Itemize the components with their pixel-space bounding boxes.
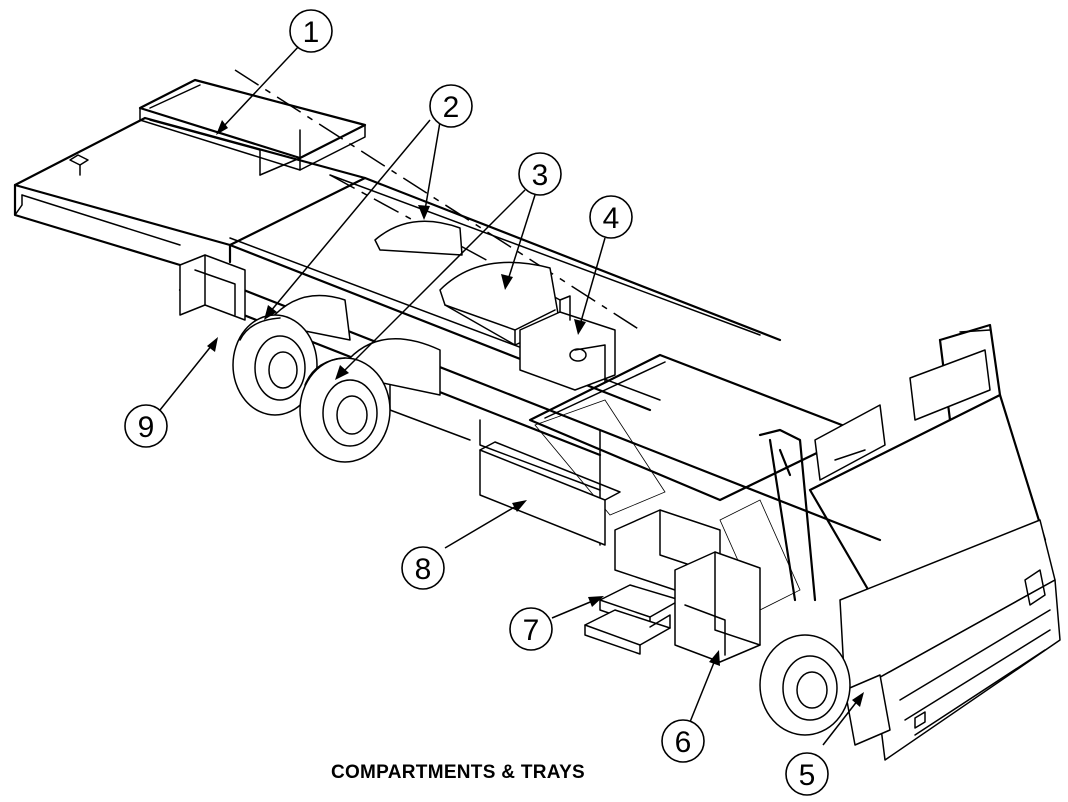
mid-box xyxy=(519,295,616,391)
callout-7: 7 xyxy=(509,607,553,651)
svg-text:3: 3 xyxy=(532,159,549,192)
callout-9: 9 xyxy=(124,404,168,448)
diagram-caption: COMPARTMENTS & TRAYS xyxy=(331,762,585,783)
callout-1: 1 xyxy=(289,9,333,53)
callout-3: 3 xyxy=(518,152,562,196)
svg-text:7: 7 xyxy=(523,614,540,647)
roof-tray xyxy=(138,78,367,176)
rear-deck-frame xyxy=(13,116,367,267)
front-bay xyxy=(844,674,891,746)
callout-5: 5 xyxy=(785,752,829,796)
svg-text:8: 8 xyxy=(415,553,432,586)
svg-text:2: 2 xyxy=(443,91,460,124)
svg-text:1: 1 xyxy=(303,16,320,49)
svg-text:9: 9 xyxy=(138,411,155,444)
rear-wheels xyxy=(232,314,391,463)
fender-humps xyxy=(269,220,561,396)
callout-8: 8 xyxy=(401,546,445,590)
front-side-box xyxy=(674,551,761,663)
callouts: 1 2 3 4 5 6 7 8 xyxy=(124,9,829,796)
rear-side-box xyxy=(179,254,246,321)
callout-4: 4 xyxy=(589,195,633,239)
callout-6: 6 xyxy=(661,719,705,763)
side-tray xyxy=(479,441,621,546)
svg-text:5: 5 xyxy=(799,759,816,792)
callout-2: 2 xyxy=(429,84,473,128)
front-cab xyxy=(758,323,1061,761)
svg-text:6: 6 xyxy=(675,726,692,759)
svg-text:4: 4 xyxy=(603,202,620,235)
leaders xyxy=(159,44,864,746)
front-wheel xyxy=(759,634,851,736)
